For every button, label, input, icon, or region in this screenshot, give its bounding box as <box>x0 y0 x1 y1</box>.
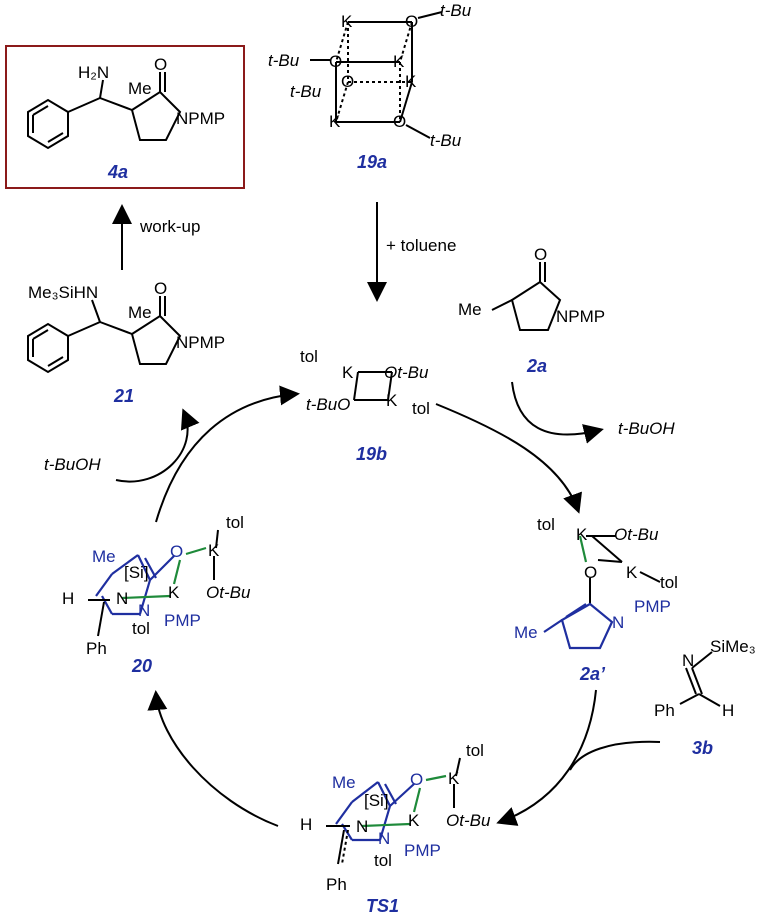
compound-19a: K O O K O K K O t-Bu t-Bu t-Bu t-Bu 19a <box>268 1 472 172</box>
pmp-label: PMP <box>634 597 671 616</box>
hydrogen-label: H <box>62 589 74 608</box>
carbonyl-oxygen-label: O <box>154 55 167 74</box>
enolate-oxygen-label: O <box>170 542 183 561</box>
oxygen-label: O <box>405 12 418 31</box>
potassium-label: K <box>342 363 354 382</box>
potassium-label: K <box>168 583 180 602</box>
potassium-label: K <box>448 769 460 788</box>
tert-butyl-label: t-Bu <box>290 82 322 101</box>
potassium-label: K <box>405 72 417 91</box>
tert-butyl-label: t-Bu <box>430 131 462 150</box>
compound-2a-prime: tol K Ot-Bu O K tol Me N PMP 2a’ <box>514 515 678 684</box>
tolyl-label: tol <box>374 851 392 870</box>
tert-butoxide-label: Ot-Bu <box>206 583 251 602</box>
tert-butyl-label: t-Bu <box>268 51 300 70</box>
hydrogen-label: H <box>722 701 734 720</box>
amine-label: H₂N <box>78 63 109 82</box>
tbuoh-added-label: t-BuOH <box>44 455 101 474</box>
carbonyl-oxygen-label: O <box>154 279 167 298</box>
tert-butoxide-label: t-BuO <box>306 395 350 414</box>
cycle-arrow-2a-prime-to-ts1 <box>496 689 597 826</box>
oxygen-label: O <box>341 72 354 91</box>
compound-label-4a: 4a <box>107 162 128 182</box>
n-pmp-label: NPMP <box>556 307 605 326</box>
n-pmp-label: NPMP <box>176 109 225 128</box>
potassium-label: K <box>341 12 353 31</box>
tert-butoxide-label: Ot-Bu <box>446 811 491 830</box>
compound-3b: N SiMe₃ Ph H 3b <box>654 637 756 758</box>
tert-butoxide-label: Ot-Bu <box>384 363 429 382</box>
imine-addition-arrow <box>569 740 661 771</box>
imine-nitrogen-label: N <box>682 651 694 670</box>
nitrogen-label: N <box>612 613 624 632</box>
methyl-label: Me <box>458 300 482 319</box>
tolyl-label: tol <box>226 513 244 532</box>
hydrogen-label: H <box>300 815 312 834</box>
tert-butyl-label: t-Bu <box>440 1 472 20</box>
phenyl-label: Ph <box>86 639 107 658</box>
compound-20: Me [Si] O K tol Ot-Bu K H N N PMP tol Ph… <box>62 513 251 676</box>
silyl-label: [Si] <box>364 791 389 810</box>
toluene-label: + toluene <box>386 236 456 255</box>
potassium-label: K <box>576 525 588 544</box>
pmp-label: PMP <box>164 611 201 630</box>
tbuoh-addition-arrow <box>115 408 200 483</box>
carbonyl-oxygen-label: O <box>534 245 547 264</box>
compound-label-20: 20 <box>131 656 152 676</box>
silylamine-label: Me₃SiHN <box>28 283 98 302</box>
methyl-label: Me <box>514 623 538 642</box>
compound-label-19a: 19a <box>357 152 387 172</box>
compound-21: Me₃SiHN Me O NPMP 21 <box>27 279 225 406</box>
compound-label-2a: 2a <box>526 356 547 376</box>
phenyl-label: Ph <box>654 701 675 720</box>
workup-label: work-up <box>139 217 200 236</box>
pmp-label: PMP <box>404 841 441 860</box>
potassium-label: K <box>329 112 341 131</box>
cycle-arrow-ts1-to-20 <box>147 690 279 827</box>
tolyl-label: tol <box>132 619 150 638</box>
compound-label-21: 21 <box>113 386 134 406</box>
cycle-arrow-19b-to-2a-prime <box>435 403 582 514</box>
tbuoh-released-label: t-BuOH <box>618 419 675 438</box>
potassium-label: K <box>626 563 638 582</box>
oxygen-label: O <box>393 112 406 131</box>
phenyl-label: Ph <box>326 875 347 894</box>
transition-state-ts1: Me [Si] O K tol Ot-Bu K H N N PMP tol Ph… <box>300 741 491 916</box>
imine-nitrogen-label: N <box>356 817 368 836</box>
tolyl-label: tol <box>300 347 318 366</box>
product-highlight-box <box>5 45 245 189</box>
oxygen-label: O <box>329 52 342 71</box>
lactam-nitrogen-label: N <box>378 829 390 848</box>
tolyl-label: tol <box>466 741 484 760</box>
compound-label-3b: 3b <box>692 738 713 758</box>
compound-19b: tol K Ot-Bu t-BuO K tol 19b <box>300 347 430 464</box>
methyl-label: Me <box>128 79 152 98</box>
tbuoh-release-arrow <box>511 381 604 444</box>
potassium-label: K <box>408 811 420 830</box>
compound-label-19b: 19b <box>356 444 387 464</box>
amide-nitrogen-label: N <box>116 589 128 608</box>
silyl-label: [Si] <box>124 563 149 582</box>
compound-2a: O Me NPMP 2a <box>458 245 605 376</box>
methyl-label: Me <box>128 303 152 322</box>
potassium-label: K <box>208 541 220 560</box>
tolyl-label: tol <box>537 515 555 534</box>
lactam-nitrogen-label: N <box>138 601 150 620</box>
methyl-label: Me <box>92 547 116 566</box>
trimethylsilyl-label: SiMe₃ <box>710 637 756 656</box>
tolyl-label: tol <box>660 573 678 592</box>
potassium-label: K <box>386 391 398 410</box>
enolate-oxygen-label: O <box>584 563 597 582</box>
tert-butoxide-label: Ot-Bu <box>614 525 659 544</box>
compound-label-2a-prime: 2a’ <box>579 664 606 684</box>
tolyl-label: tol <box>412 399 430 418</box>
compound-label-ts1: TS1 <box>366 896 399 916</box>
potassium-label: K <box>393 52 405 71</box>
enolate-oxygen-label: O <box>410 770 423 789</box>
cycle-arrow-20-to-19b <box>155 385 300 523</box>
product-4a: H₂N Me O NPMP 4a <box>5 45 245 189</box>
n-pmp-label: NPMP <box>176 333 225 352</box>
methyl-label: Me <box>332 773 356 792</box>
